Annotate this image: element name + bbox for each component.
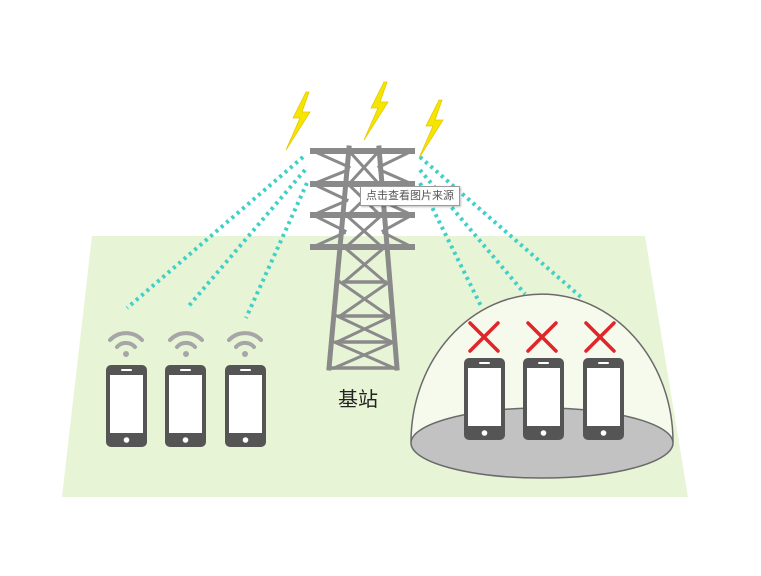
shield-dome: [410, 293, 674, 479]
smartphone-icon: [523, 358, 564, 440]
cross-icon: [468, 321, 500, 353]
lightning-bolt-icon: [418, 99, 444, 159]
lightning-bolt-icon: [285, 91, 311, 151]
smartphone-icon: [225, 365, 266, 447]
lightning-bolt-icon: [363, 81, 389, 141]
blocked-marks: [468, 321, 616, 353]
smartphone-icon: [464, 358, 505, 440]
signal-line: [418, 168, 527, 296]
cross-icon: [584, 321, 616, 353]
signal-line: [418, 155, 584, 300]
lightning-group: [285, 81, 444, 159]
cross-icon: [526, 321, 558, 353]
wifi-icon: [227, 331, 263, 357]
tower: [310, 145, 415, 371]
signal-line: [185, 168, 307, 310]
image-source-tooltip[interactable]: 点击查看图片来源: [360, 186, 460, 206]
connected-phones: [106, 331, 266, 447]
wifi-icon: [108, 331, 144, 357]
smartphone-icon: [165, 365, 206, 447]
wifi-icon: [168, 331, 204, 357]
smartphone-icon: [583, 358, 624, 440]
smartphone-icon: [106, 365, 147, 447]
base-station-label: 基站: [338, 387, 378, 411]
